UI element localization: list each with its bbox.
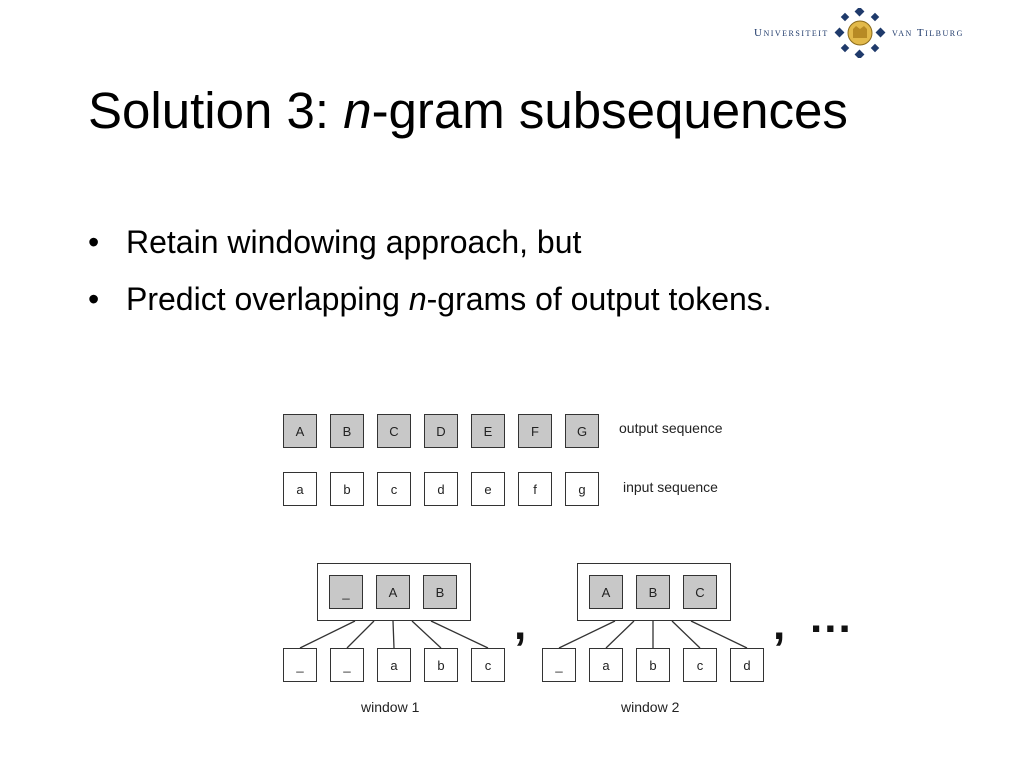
ngram-window-diagram: output sequence input sequence , , ... w… — [270, 400, 870, 730]
bullet-marker: • — [88, 224, 100, 260]
bullet-text-suffix: -grams of output tokens. — [426, 281, 772, 317]
window2-connector-line — [671, 620, 701, 649]
window2-input-cell: d — [730, 648, 764, 682]
title-italic-n: n — [343, 82, 372, 139]
window1-label: window 1 — [361, 699, 420, 715]
title-suffix: -gram subsequences — [371, 82, 848, 139]
window1-connector-line — [346, 620, 375, 649]
window2-output-cell: C — [683, 575, 717, 609]
logo-text-right: van Tilburg — [892, 27, 964, 39]
window1-input-cell: b — [424, 648, 458, 682]
input-token-cell: g — [565, 472, 599, 506]
window1-connector-line — [299, 620, 356, 649]
window2-connector-line — [605, 620, 635, 649]
window2-connector-line — [690, 620, 748, 649]
bullet-item: • Predict overlapping n-grams of output … — [88, 279, 772, 336]
window-separator-comma: , — [514, 600, 527, 649]
window2-label: window 2 — [621, 699, 680, 715]
window2-input-cell: c — [683, 648, 717, 682]
bullet-text-italic-n: n — [408, 281, 427, 317]
window1-connector-line — [430, 620, 489, 649]
university-logo: Universiteit van Tilburg — [750, 8, 962, 58]
window2-input-cell: _ — [542, 648, 576, 682]
title-prefix: Solution 3: — [88, 82, 344, 139]
output-token-cell: G — [565, 414, 599, 448]
output-token-cell: B — [330, 414, 364, 448]
university-seal-icon — [834, 8, 886, 58]
input-token-cell: d — [424, 472, 458, 506]
window1-connector-line — [392, 620, 395, 649]
input-token-cell: b — [330, 472, 364, 506]
window1-output-cell: B — [423, 575, 457, 609]
output-token-cell: C — [377, 414, 411, 448]
window2-output-group — [577, 563, 731, 621]
ellipsis: ... — [810, 593, 853, 642]
window-connector-lines — [299, 620, 748, 649]
input-token-cell: c — [377, 472, 411, 506]
bullet-text: Retain windowing approach, but — [126, 224, 582, 260]
input-token-cell: a — [283, 472, 317, 506]
window1-connector-line — [411, 620, 442, 649]
page-title: Solution 3: n-gram subsequences — [88, 82, 848, 141]
output-token-cell: E — [471, 414, 505, 448]
window1-output-cell: _ — [329, 575, 363, 609]
window2-output-cell: A — [589, 575, 623, 609]
output-token-cell: A — [283, 414, 317, 448]
input-sequence-label: input sequence — [623, 479, 718, 495]
logo-text-left: Universiteit — [754, 27, 829, 39]
bullet-list: • Retain windowing approach, but • Predi… — [88, 222, 772, 336]
window1-input-cell: c — [471, 648, 505, 682]
window2-connector-line — [558, 620, 616, 649]
window1-output-cell: A — [376, 575, 410, 609]
input-token-cell: e — [471, 472, 505, 506]
output-token-cell: D — [424, 414, 458, 448]
window1-input-cell: a — [377, 648, 411, 682]
output-token-cell: F — [518, 414, 552, 448]
window1-output-group — [317, 563, 471, 621]
window1-input-cell: _ — [283, 648, 317, 682]
output-sequence-label: output sequence — [619, 420, 723, 436]
input-token-cell: f — [518, 472, 552, 506]
window2-input-cell: a — [589, 648, 623, 682]
bullet-text-prefix: Predict overlapping — [126, 281, 409, 317]
window2-input-cell: b — [636, 648, 670, 682]
bullet-item: • Retain windowing approach, but — [88, 222, 772, 279]
window1-input-cell: _ — [330, 648, 364, 682]
window2-output-cell: B — [636, 575, 670, 609]
bullet-marker: • — [88, 281, 100, 317]
window-separator-comma: , — [773, 600, 786, 649]
